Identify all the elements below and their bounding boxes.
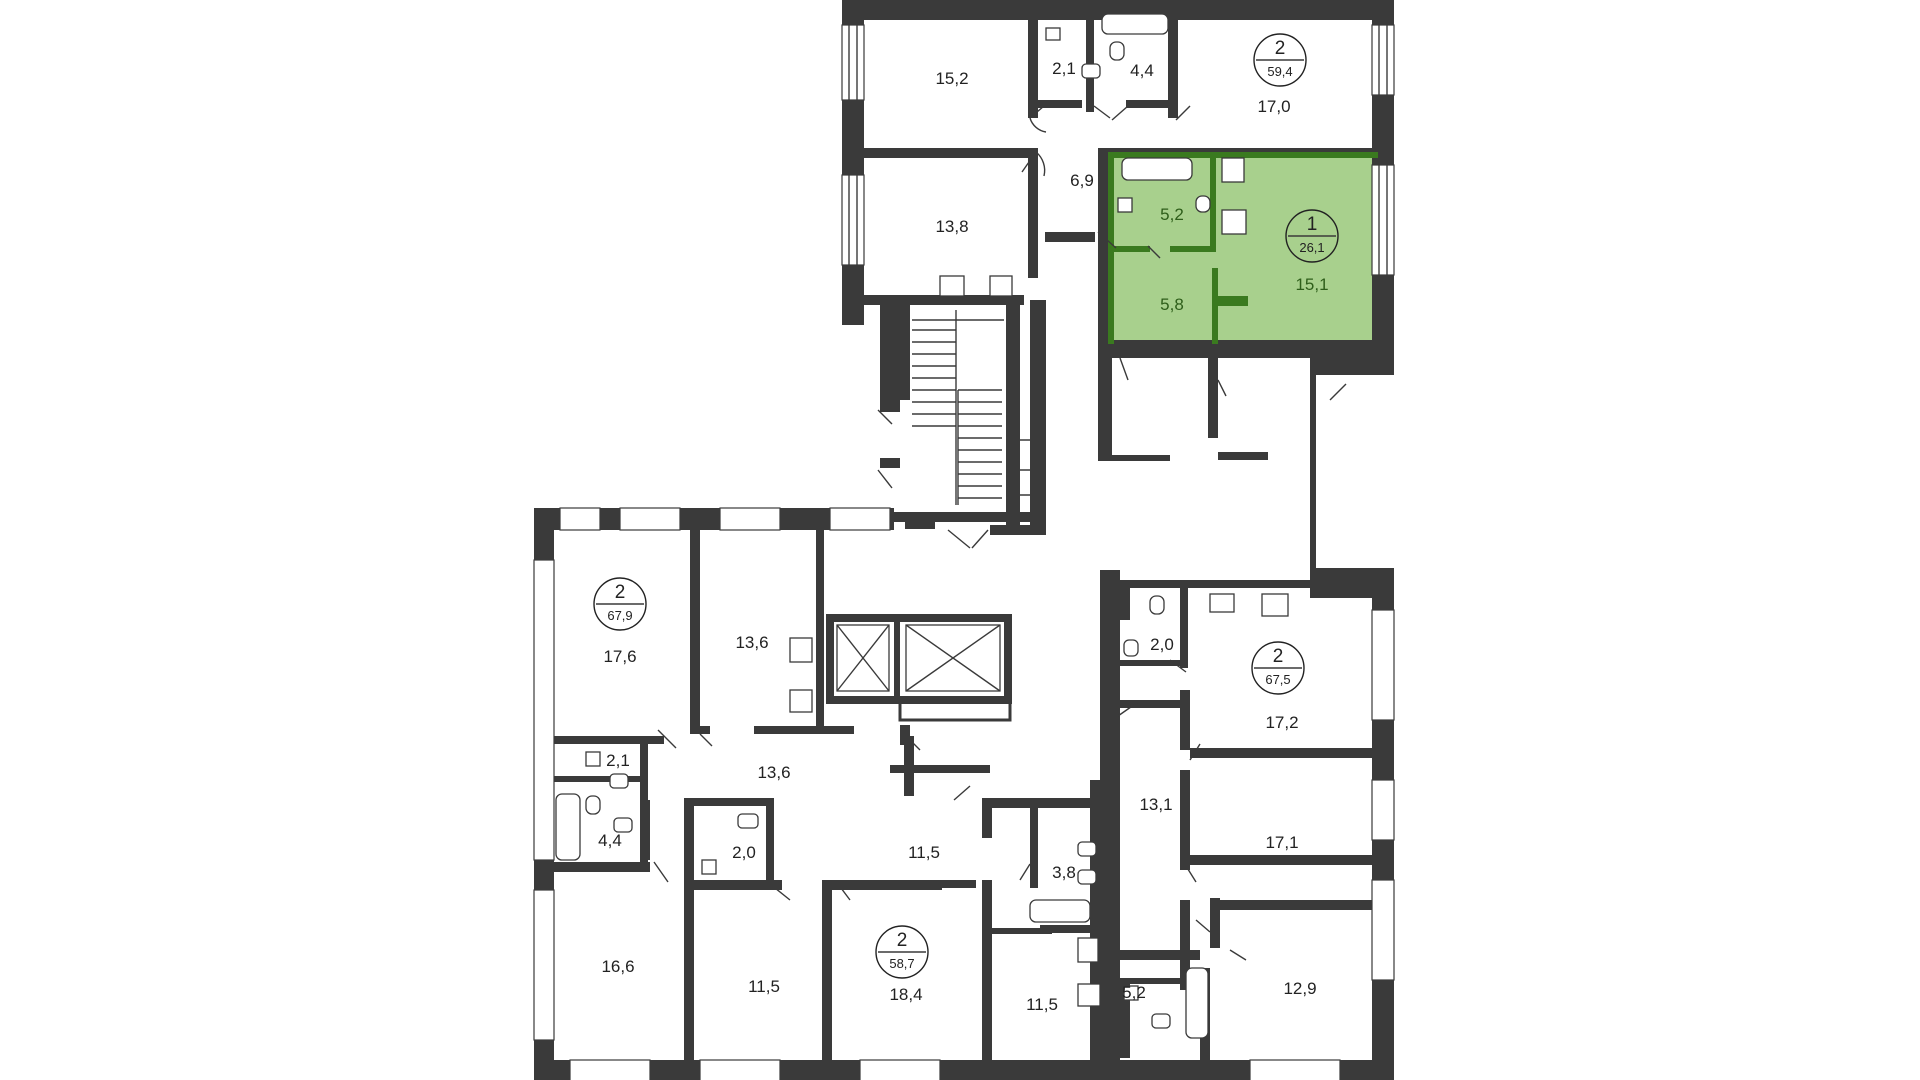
room-label: 4,4 — [598, 831, 622, 850]
apartment-badge-highlighted[interactable]: 1 26,1 — [1285, 209, 1339, 263]
room-label: 2,1 — [1052, 59, 1076, 78]
room-label: 17,6 — [603, 647, 636, 666]
apartment-area: 67,5 — [1265, 672, 1290, 687]
apartment-rooms: 2 — [897, 930, 908, 951]
room-label: 13,8 — [935, 217, 968, 236]
room-label: 5,8 — [1160, 295, 1184, 314]
room-label: 2,1 — [606, 751, 630, 770]
room-labels: 15,2 2,1 4,4 17,0 6,9 13,8 5,2 15,1 5,8 … — [598, 59, 1328, 1014]
room-label: 16,6 — [601, 957, 634, 976]
room-label: 13,6 — [735, 633, 768, 652]
south-west-wing-windows — [533, 507, 941, 1080]
apartment-area: 26,1 — [1299, 240, 1324, 255]
room-label: 5,2 — [1122, 983, 1146, 1002]
apartment-rooms: 2 — [1273, 646, 1284, 667]
apartment-badge-right[interactable]: 2 67,5 — [1251, 641, 1305, 695]
room-label: 11,5 — [748, 977, 780, 996]
apartment-rooms: 2 — [615, 582, 626, 603]
elevator-shafts — [826, 614, 1012, 722]
apartment-area: 59,4 — [1267, 64, 1292, 79]
south-east-wing-windows — [1249, 609, 1395, 1080]
room-label: 11,5 — [1026, 995, 1058, 1014]
room-label: 13,6 — [757, 763, 790, 782]
room-label: 17,0 — [1257, 97, 1290, 116]
room-label: 15,1 — [1295, 275, 1328, 294]
room-label: 15,2 — [935, 69, 968, 88]
room-label: 6,9 — [1070, 171, 1094, 190]
room-label: 2,0 — [732, 843, 756, 862]
door-swings — [653, 105, 1347, 961]
sanitary-fixtures — [555, 13, 1289, 1039]
room-label: 3,8 — [1052, 863, 1076, 882]
room-label: 18,4 — [889, 985, 922, 1004]
room-label: 4,4 — [1130, 61, 1154, 80]
staircase — [912, 310, 1030, 505]
south-east-wing-walls — [1100, 568, 1394, 1080]
apartment-badge-bottom-center[interactable]: 2 58,7 — [875, 925, 929, 979]
room-label: 11,5 — [908, 843, 940, 862]
north-wing-windows — [841, 24, 1395, 276]
room-label: 2,0 — [1150, 635, 1174, 654]
room-label: 5,2 — [1160, 205, 1184, 224]
room-label: 17,1 — [1265, 833, 1298, 852]
highlighted-apartment-walls — [1108, 152, 1378, 344]
apartment-badge-left[interactable]: 2 67,9 — [593, 577, 647, 631]
apartment-rooms: 2 — [1275, 38, 1286, 59]
apartment-badge-top-right[interactable]: 2 59,4 — [1253, 33, 1307, 87]
apartment-rooms: 1 — [1307, 214, 1318, 235]
room-label: 12,9 — [1283, 979, 1316, 998]
room-label: 17,2 — [1265, 713, 1298, 732]
room-label: 13,1 — [1139, 795, 1172, 814]
apartment-area: 58,7 — [889, 956, 914, 971]
apartment-area: 67,9 — [607, 608, 632, 623]
